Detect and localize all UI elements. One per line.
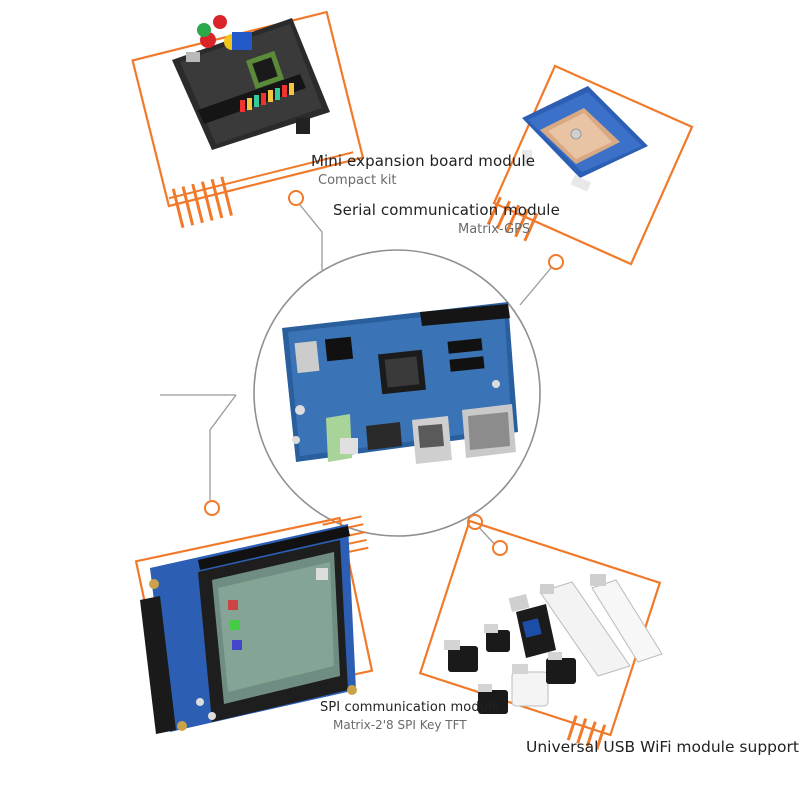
main-board-image xyxy=(282,302,518,464)
gps-module-image xyxy=(486,64,694,266)
module-title-serial: Serial communication module xyxy=(333,201,560,219)
expansion-board-image xyxy=(131,10,365,229)
spi-tft-image xyxy=(134,515,374,734)
module-title-expansion: Mini expansion board module xyxy=(311,152,536,170)
module-subtitle-spi: Matrix-2'8 SPI Key TFT xyxy=(333,718,467,732)
module-title-spi: SPI communication module xyxy=(320,700,500,715)
module-subtitle-serial: Matrix-GPS xyxy=(458,222,531,237)
usb-wifi-image xyxy=(418,519,663,750)
module-title-usb-wifi: Universal USB WiFi module support xyxy=(526,738,799,756)
module-subtitle-expansion: Compact kit xyxy=(318,173,397,188)
node-circles xyxy=(204,190,564,556)
